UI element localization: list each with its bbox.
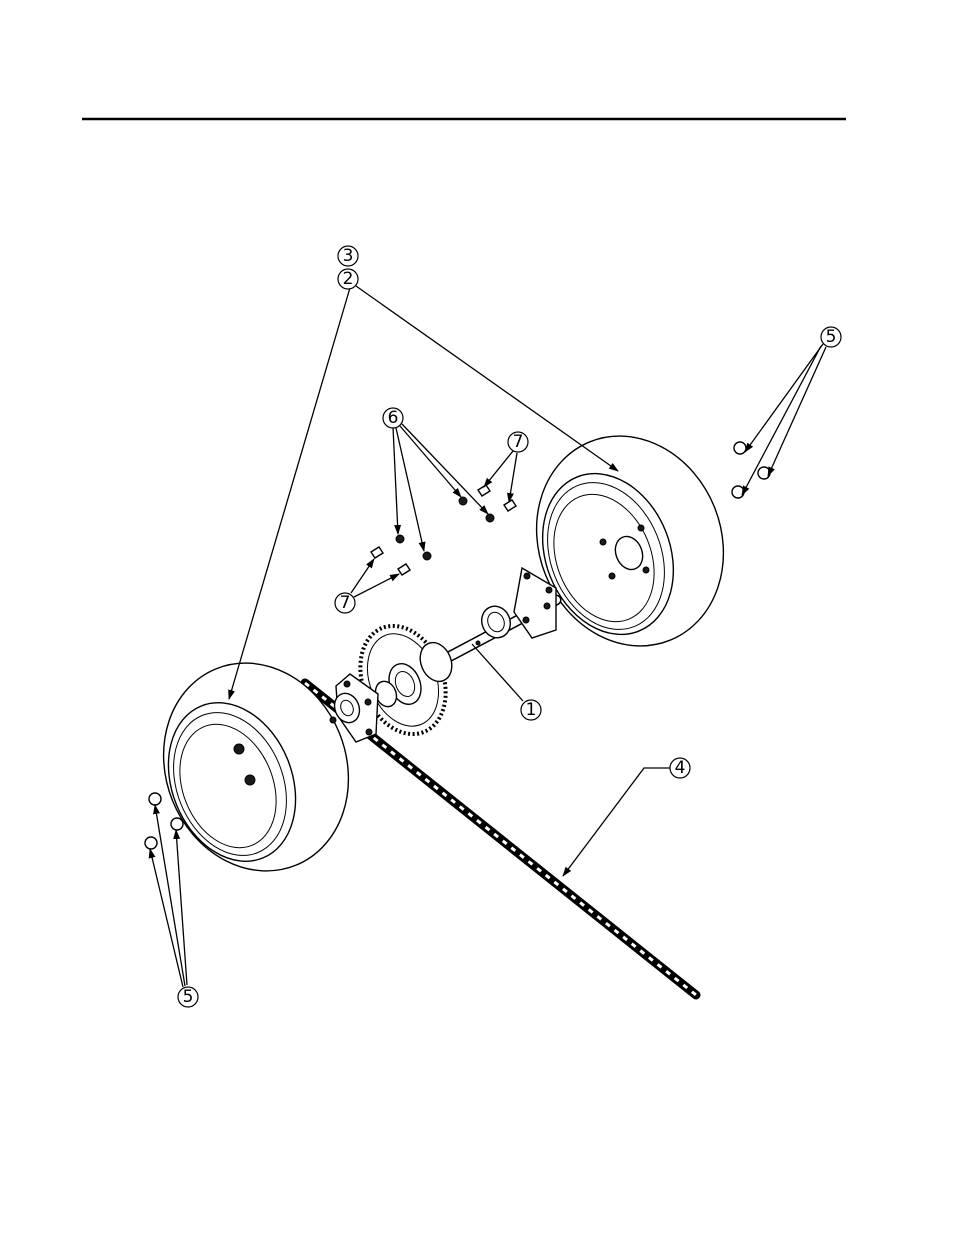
svg-text:7: 7	[513, 432, 524, 452]
svg-text:5: 5	[826, 327, 837, 347]
flange-bolts	[371, 485, 516, 575]
balloon-7-left: 7	[335, 593, 355, 613]
balloon-7-top: 7	[508, 432, 528, 452]
lug-nuts-right	[732, 442, 770, 498]
flange-nuts	[396, 497, 494, 560]
balloon-5-bottom-left: 5	[178, 987, 198, 1007]
balloon-6: 6	[383, 408, 403, 428]
balloon-4: 4	[670, 758, 690, 778]
svg-text:5: 5	[183, 987, 194, 1007]
svg-text:7: 7	[340, 593, 351, 613]
right-bearing-flange	[477, 568, 556, 642]
svg-text:3: 3	[343, 246, 354, 266]
svg-text:2: 2	[343, 269, 354, 289]
svg-text:6: 6	[388, 408, 399, 428]
balloon-3: 3	[338, 246, 358, 266]
balloon-2: 2	[338, 269, 358, 289]
svg-text:4: 4	[675, 758, 686, 778]
svg-text:1: 1	[526, 700, 537, 720]
left-wheel	[133, 635, 379, 899]
balloon-1: 1	[521, 700, 541, 720]
balloon-5-top-right: 5	[821, 327, 841, 347]
